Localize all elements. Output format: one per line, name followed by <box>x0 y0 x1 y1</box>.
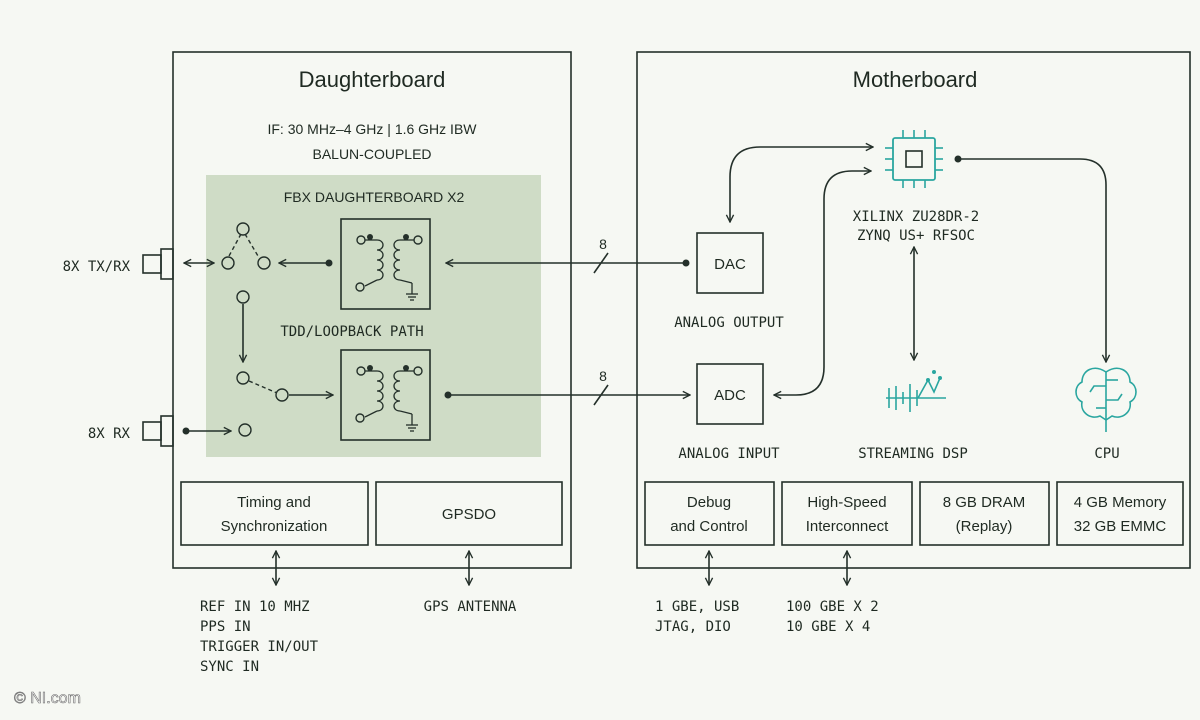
debug-io-item: JTAG, DIO <box>655 619 731 635</box>
txrx-switch <box>221 222 271 270</box>
rx-port-label: 8X RX <box>88 426 131 442</box>
gpsdo-label: GPSDO <box>442 506 496 523</box>
brain-icon <box>1075 367 1137 432</box>
gpsdo-box <box>375 481 563 546</box>
analog-input-label: ANALOG INPUT <box>678 446 780 462</box>
balun-transformer-top <box>340 218 431 310</box>
dac-label: DAC <box>714 256 746 273</box>
interconnect-box <box>781 481 913 546</box>
coupling-label: BALUN-COUPLED <box>312 146 431 162</box>
timing-io-item: PPS IN <box>200 619 251 635</box>
memory-line2: 32 GB EMMC <box>1074 518 1167 535</box>
balun-transformer-bottom <box>340 349 431 441</box>
timing-io-list: REF IN 10 MHZ PPS IN TRIGGER IN/OUT SYNC… <box>200 599 319 675</box>
streaming-dsp-icon <box>886 370 946 412</box>
if-range-label: IF: 30 MHz–4 GHz | 1.6 GHz IBW <box>267 121 477 137</box>
memory-line1: 4 GB Memory <box>1074 494 1167 511</box>
rx-switch <box>236 371 289 437</box>
txrx-port-label: 8X TX/RX <box>63 259 131 275</box>
rx-port: 8X RX <box>88 415 231 447</box>
cpu-label: CPU <box>1094 446 1119 462</box>
dram-box <box>919 481 1050 546</box>
memory-box <box>1056 481 1184 546</box>
loopback-node <box>236 290 250 304</box>
streaming-dsp-label: STREAMING DSP <box>858 446 968 462</box>
debug-io-list: 1 GBE, USB JTAG, DIO <box>655 599 739 635</box>
adc-bus-width: 8 <box>599 368 607 384</box>
daughterboard-border <box>172 51 572 569</box>
adc-block <box>696 363 764 425</box>
motherboard-panel: Motherboard XILINX ZU28DR-2 ZYNQ US+ RFS… <box>636 51 1191 569</box>
dac-block <box>696 232 764 294</box>
daughterboard-title: Daughterboard <box>299 67 446 92</box>
timing-sync-box <box>180 481 369 546</box>
analog-output-label: ANALOG OUTPUT <box>674 315 784 331</box>
fbx-daughterboard-area <box>206 175 541 457</box>
watermark: © NI.com <box>14 690 81 707</box>
txrx-port: 8X TX/RX <box>63 248 214 280</box>
adc-link: 8 <box>444 368 691 406</box>
fpga-label-line2: ZYNQ US+ RFSOC <box>857 228 975 244</box>
debug-control-line2: and Control <box>670 518 748 535</box>
switch-node <box>221 256 235 270</box>
dram-line2: (Replay) <box>956 518 1013 535</box>
gps-antenna-label: GPS ANTENNA <box>424 599 517 615</box>
interconnect-io-list: 100 GBE X 2 10 GBE X 4 <box>786 599 879 635</box>
timing-sync-line2: Synchronization <box>221 518 328 535</box>
daughterboard-panel: Daughterboard IF: 30 MHz–4 GHz | 1.6 GHz… <box>172 51 572 569</box>
fpga-label-line1: XILINX ZU28DR-2 <box>853 209 979 225</box>
switch-node <box>236 222 250 236</box>
motherboard-title: Motherboard <box>853 67 978 92</box>
switch-node <box>257 256 271 270</box>
timing-sync-line1: Timing and <box>237 494 311 511</box>
motherboard-border <box>636 51 1191 569</box>
debug-control-line1: Debug <box>687 494 731 511</box>
timing-io-item: REF IN 10 MHZ <box>200 599 310 615</box>
interconnect-io-item: 10 GBE X 4 <box>786 619 870 635</box>
interconnect-line2: Interconnect <box>806 518 889 535</box>
timing-io-item: TRIGGER IN/OUT <box>200 639 319 655</box>
chip-icon <box>885 130 943 188</box>
debug-io-item: 1 GBE, USB <box>655 599 739 615</box>
interconnect-io-item: 100 GBE X 2 <box>786 599 879 615</box>
tdd-loopback-label: TDD/LOOPBACK PATH <box>280 324 423 340</box>
debug-control-box <box>644 481 775 546</box>
timing-io-item: SYNC IN <box>200 659 259 675</box>
adc-label: ADC <box>714 387 746 404</box>
dac-link: 8 <box>446 236 690 274</box>
interconnect-line1: High-Speed <box>807 494 886 511</box>
fbx-title: FBX DAUGHTERBOARD X2 <box>284 189 465 205</box>
dram-line1: 8 GB DRAM <box>943 494 1026 511</box>
dac-bus-width: 8 <box>599 236 607 252</box>
